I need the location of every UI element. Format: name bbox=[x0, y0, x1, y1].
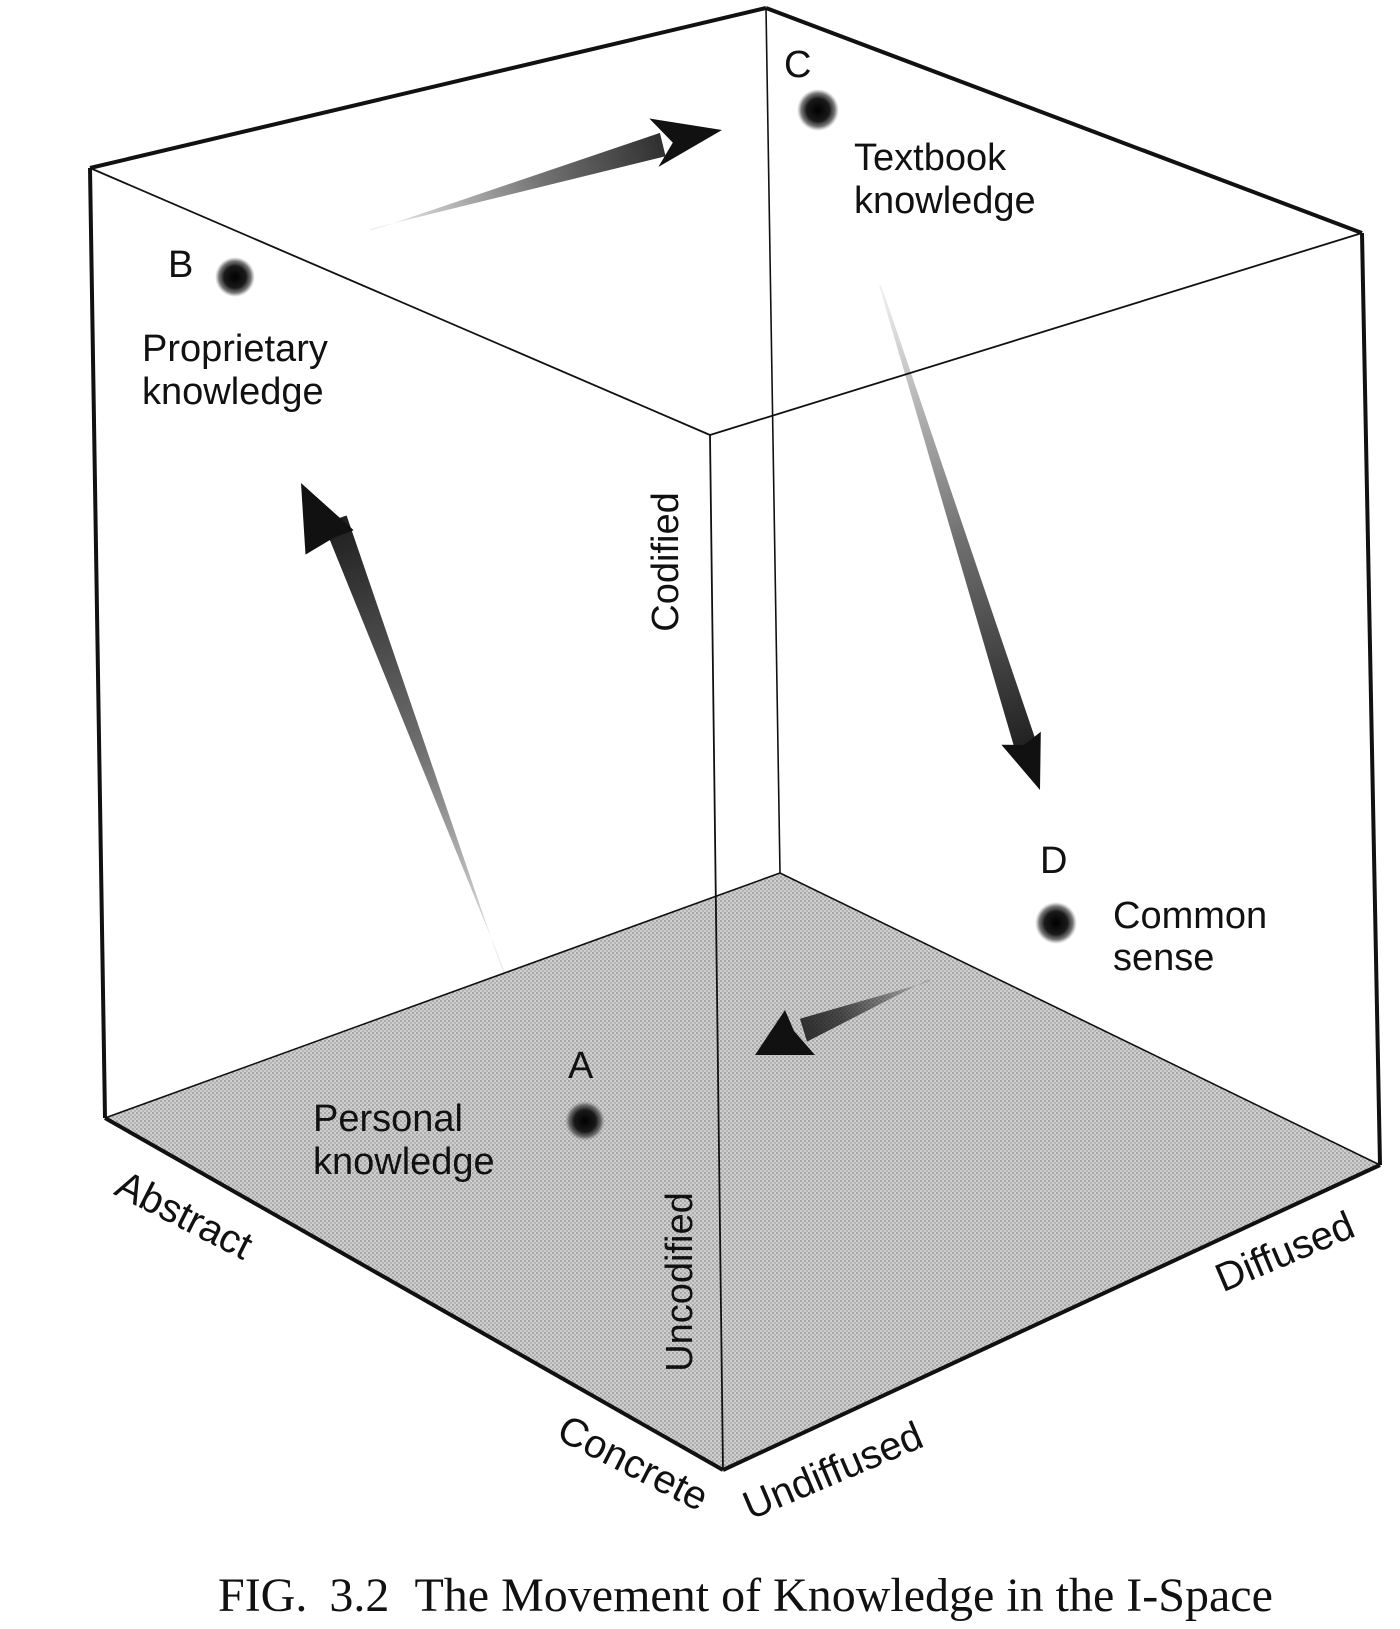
caption-title: The Movement of Knowledge in the I-Space bbox=[414, 1569, 1272, 1622]
figure-caption: FIG. 3.2 The Movement of Knowledge in th… bbox=[218, 1569, 1273, 1622]
arrow-d-to-a bbox=[755, 978, 931, 1055]
point-b-letter: B bbox=[168, 244, 193, 286]
point-d-dot bbox=[1035, 902, 1077, 944]
point-b-label-line2: knowledge bbox=[142, 371, 324, 413]
point-c-label-line2: knowledge bbox=[854, 180, 1036, 222]
axis-label-uncodified: Uncodified bbox=[659, 1192, 701, 1372]
point-c-label-line1: Textbook bbox=[854, 137, 1007, 179]
point-b-label-line1: Proprietary bbox=[142, 328, 328, 370]
arrow-a-to-b bbox=[301, 483, 507, 976]
cube-top-edges bbox=[89, 6, 1363, 436]
cube-bottom-edges bbox=[104, 1116, 1381, 1472]
axis-label-codified: Codified bbox=[645, 492, 687, 631]
arrow-b-to-c bbox=[369, 118, 722, 231]
cube-vertical-edges bbox=[88, 167, 1382, 1471]
point-d-letter: D bbox=[1040, 840, 1067, 882]
point-a-label-line1: Personal bbox=[313, 1098, 463, 1140]
point-c-dot bbox=[797, 89, 839, 131]
cube-floor bbox=[105, 873, 1380, 1470]
point-b-dot bbox=[215, 257, 255, 297]
caption-fig-number: 3.2 bbox=[329, 1569, 389, 1622]
point-a-letter: A bbox=[568, 1045, 594, 1087]
point-d-label-line1: Common bbox=[1113, 895, 1267, 937]
point-c-letter: C bbox=[784, 44, 811, 86]
caption-fig-prefix: FIG. bbox=[218, 1569, 307, 1622]
point-d-label-line2: sense bbox=[1113, 937, 1214, 979]
arrow-c-to-d bbox=[879, 284, 1041, 790]
point-a-dot bbox=[565, 1101, 605, 1141]
point-a-label-line2: knowledge bbox=[313, 1141, 495, 1183]
cube-back-edges bbox=[104, 7, 1381, 1166]
